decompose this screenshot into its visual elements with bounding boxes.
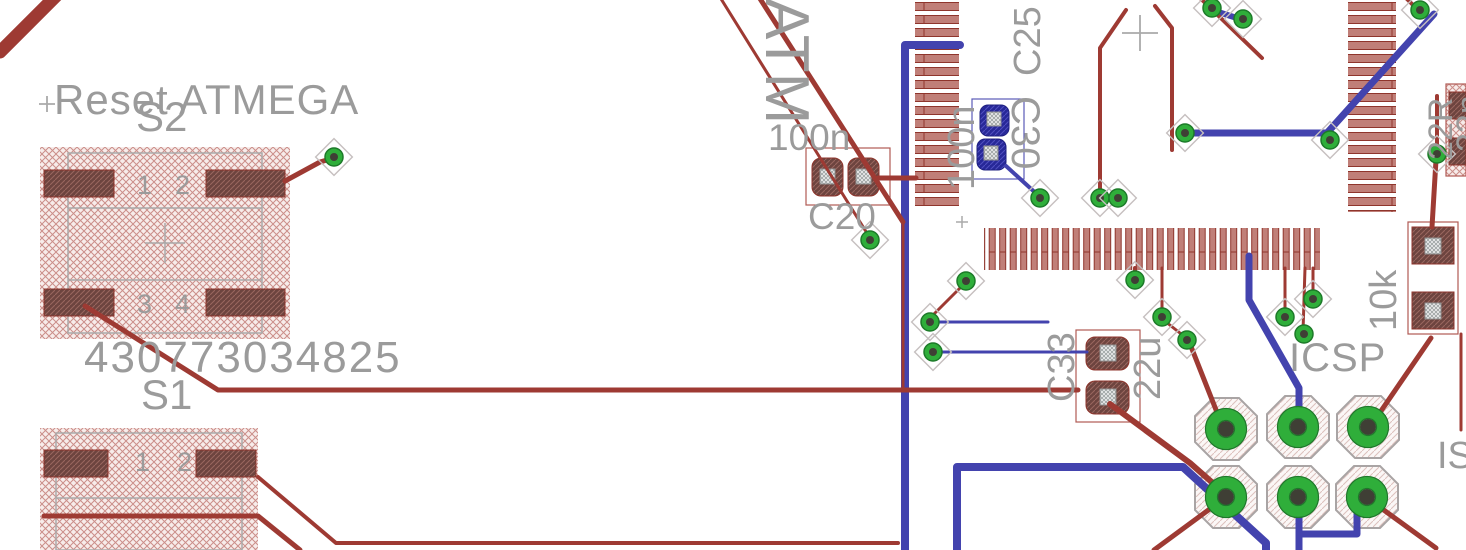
ic-atmega[interactable]	[915, 0, 1320, 270]
trace-top-layer[interactable]	[82, 303, 1081, 393]
c30-paste-mark	[983, 145, 999, 161]
r22n-value[interactable]: 22n	[1450, 95, 1466, 152]
s2-dividers	[68, 207, 262, 281]
s1-pad-2[interactable]	[195, 449, 257, 478]
s1-pin2-number: 2	[177, 447, 192, 477]
c30-refdes[interactable]: C30	[1003, 96, 1047, 169]
trace-bottom-layer[interactable]	[901, 41, 964, 550]
s2-pin1-number: 1	[137, 170, 152, 200]
r10k-paste-mark	[1424, 302, 1442, 320]
s2-pad-1[interactable]	[43, 169, 115, 198]
label-icsp[interactable]: ICSP	[1289, 336, 1386, 380]
via[interactable]	[923, 342, 943, 362]
c30-outline	[971, 98, 1025, 180]
trace-top-layer[interactable]	[757, 0, 906, 225]
via[interactable]	[1410, 0, 1430, 20]
via[interactable]	[1233, 9, 1253, 29]
component-right-edge[interactable]	[1445, 83, 1466, 177]
s2-pin4-number: 4	[175, 289, 190, 319]
s2-outline	[67, 152, 263, 334]
ic-origin-cross	[956, 216, 968, 228]
via[interactable]	[1175, 123, 1195, 143]
trace-top-layer[interactable]	[928, 282, 966, 320]
icsp-pad-ring[interactable]	[1348, 407, 1389, 448]
c33-outline	[1075, 329, 1141, 423]
right-header-pins[interactable]	[1348, 2, 1396, 212]
trace-top-layer[interactable]	[1098, 8, 1128, 198]
ic-center-cross	[1122, 15, 1158, 51]
via[interactable]	[1202, 0, 1222, 18]
icsp-pad-ring[interactable]	[1278, 477, 1319, 518]
s1-pad-1[interactable]	[43, 449, 109, 478]
right-edge-pad[interactable]	[1448, 91, 1466, 120]
icsp-pad-ring[interactable]	[1347, 477, 1388, 518]
trace-top-layer[interactable]	[41, 513, 303, 550]
via[interactable]	[1177, 330, 1197, 350]
via[interactable]	[956, 271, 976, 291]
r10k-value[interactable]: 10k	[1363, 269, 1405, 331]
icsp-drill-rings[interactable]	[1206, 407, 1389, 518]
s1-body[interactable]	[40, 428, 258, 550]
s2-pad-3[interactable]	[43, 288, 115, 317]
s2-center-cross	[145, 223, 185, 263]
s2-pad-2[interactable]	[205, 169, 286, 198]
ic-bottom-pin-row[interactable]	[984, 228, 1320, 270]
trace-bottom-layer[interactable]	[953, 463, 1270, 550]
via[interactable]	[1152, 307, 1172, 327]
via[interactable]	[1275, 307, 1295, 327]
via[interactable]	[1320, 130, 1340, 150]
s2-pin3-number: 3	[137, 289, 152, 319]
via[interactable]	[920, 312, 940, 332]
ic-left-pin-row[interactable]	[915, 0, 959, 208]
switch-s2[interactable]	[40, 147, 290, 339]
c20-refdes[interactable]: C20	[808, 196, 876, 237]
trace-top-layer[interactable]	[1153, 4, 1174, 152]
silkscreen-texts: Reset ATMEGA S2 1 2 3 4 430773034825 S1 …	[54, 0, 1466, 477]
via[interactable]	[1125, 270, 1145, 290]
c33-refdes[interactable]: C33	[1041, 332, 1083, 402]
trace-top-layer[interactable]	[718, 0, 872, 240]
trace-top-layer[interactable]	[0, 0, 62, 59]
switch-s1[interactable]	[40, 428, 258, 550]
trace-top-layer[interactable]	[256, 475, 900, 545]
s1-outline	[55, 432, 243, 550]
c33-value[interactable]: 22u	[1127, 337, 1169, 400]
icsp-pad-ring[interactable]	[1206, 409, 1247, 450]
capacitor-c33[interactable]	[1075, 329, 1141, 423]
r10k-paste-mark	[1424, 237, 1442, 255]
s1-pin1-number: 1	[135, 447, 150, 477]
via[interactable]	[1030, 188, 1050, 208]
via[interactable]	[1108, 188, 1128, 208]
s2-pad-4[interactable]	[205, 288, 286, 317]
capacitor-c30[interactable]	[971, 98, 1025, 180]
ic-refdes[interactable]: ATM	[752, 0, 821, 124]
label-part-number[interactable]: 430773034825	[84, 333, 402, 382]
vias[interactable]	[314, 0, 1457, 372]
via[interactable]	[324, 147, 344, 167]
pin-header-right[interactable]	[1348, 2, 1396, 212]
trace-bottom-layer[interactable]	[1181, 10, 1438, 137]
s2-pin2-number: 2	[175, 170, 190, 200]
c30-paste-mark	[986, 111, 1002, 127]
s1-refdes[interactable]: S1	[141, 371, 192, 418]
icsp-pad-ring[interactable]	[1206, 477, 1247, 518]
r22r-value[interactable]: 22R	[1422, 98, 1460, 160]
origin-cross	[39, 96, 55, 112]
c25-refdes[interactable]: C25	[1007, 6, 1049, 76]
icsp-pad-ring[interactable]	[1278, 407, 1319, 448]
label-isp-partial[interactable]: IS	[1437, 435, 1466, 477]
c30-value[interactable]: 100n	[941, 105, 983, 190]
c33-paste-mark	[1099, 344, 1117, 362]
s2-refdes[interactable]: S2	[136, 93, 187, 140]
resistor-10k[interactable]	[1407, 221, 1459, 335]
right-edge-pad[interactable]	[1448, 137, 1466, 166]
label-reset-atmega[interactable]: Reset ATMEGA	[54, 76, 359, 123]
via[interactable]	[1303, 289, 1323, 309]
c20-value[interactable]: 100n	[768, 117, 850, 158]
